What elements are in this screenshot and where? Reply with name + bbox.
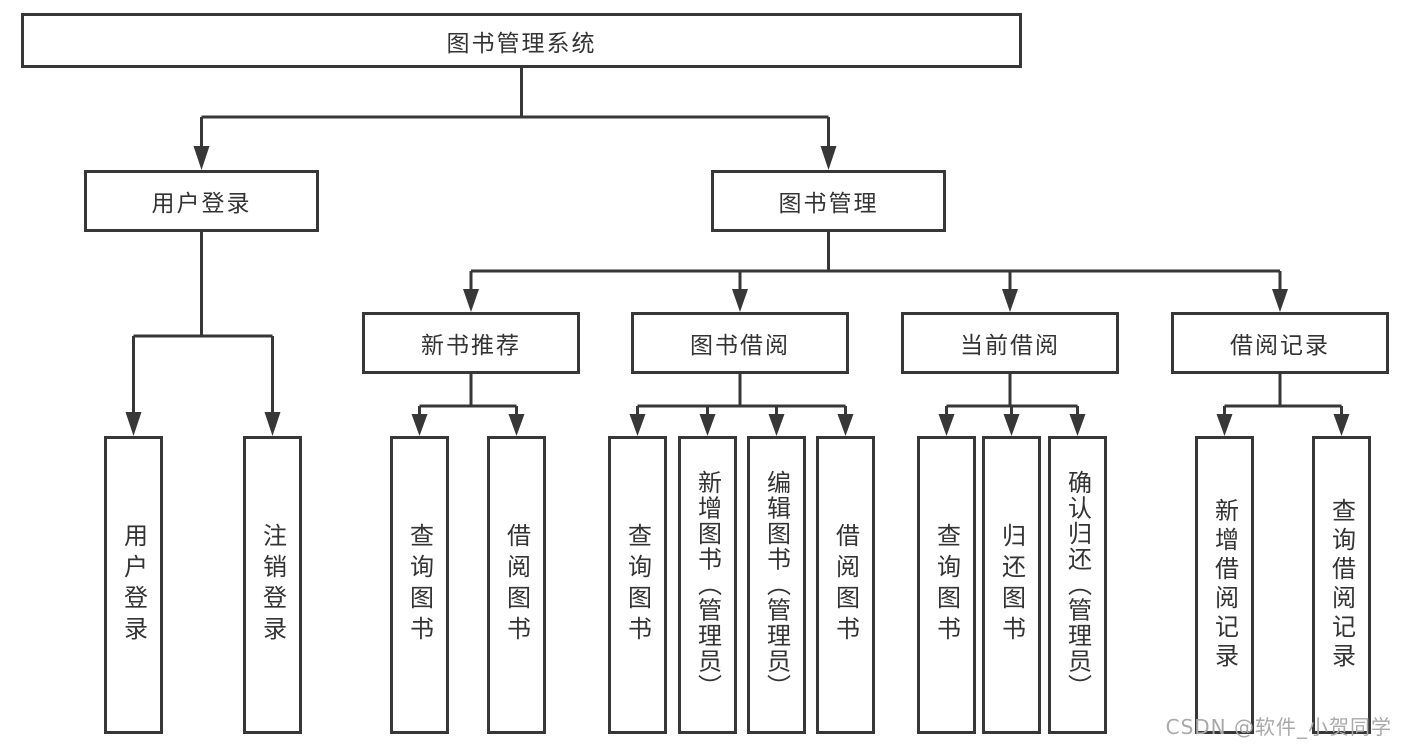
watermark-csdn: CSDN @软件_小贺同学 xyxy=(1165,715,1392,739)
connector-new-book-to-leaves xyxy=(411,374,525,436)
connector-book-borrow-to-leaves xyxy=(629,374,854,436)
node-leaf-borrow-books-recommend: 借阅图书 xyxy=(487,436,546,734)
node-new-book-recommendation: 新书推荐 xyxy=(362,312,580,374)
node-book-borrowing: 图书借阅 xyxy=(631,312,849,374)
node-borrowing-records: 借阅记录 xyxy=(1171,312,1389,374)
node-book-management: 图书管理 xyxy=(711,170,946,232)
node-user-login: 用户登录 xyxy=(84,170,319,232)
connector-user-login-to-leaves xyxy=(125,232,281,436)
node-leaf-borrow-books-borrowing: 借阅图书 xyxy=(816,436,875,734)
node-leaf-edit-books-admin: 编辑图书（管理员） xyxy=(747,436,806,734)
connector-current-borrow-to-leaves xyxy=(938,374,1086,436)
node-leaf-query-books-recommend: 查询图书 xyxy=(390,436,449,734)
connector-book-mgmt-to-level3 xyxy=(463,232,1288,312)
node-library-management-system: 图书管理系统 xyxy=(21,13,1022,68)
node-leaf-add-borrow-record: 新增借阅记录 xyxy=(1195,436,1254,734)
node-leaf-query-books-borrowing: 查询图书 xyxy=(608,436,667,734)
connector-root-to-level2 xyxy=(193,68,837,170)
connector-borrow-record-to-leaves xyxy=(1216,374,1350,436)
node-leaf-return-books: 归还图书 xyxy=(982,436,1041,734)
node-current-borrowing: 当前借阅 xyxy=(901,312,1119,374)
node-leaf-query-books-current: 查询图书 xyxy=(917,436,976,734)
node-leaf-logout: 注销登录 xyxy=(243,436,302,734)
node-leaf-query-borrow-record: 查询借阅记录 xyxy=(1312,436,1371,734)
node-leaf-add-books-admin: 新增图书（管理员） xyxy=(678,436,737,734)
node-leaf-user-login: 用户登录 xyxy=(104,436,163,734)
node-leaf-confirm-return-admin: 确认归还（管理员） xyxy=(1048,436,1107,734)
